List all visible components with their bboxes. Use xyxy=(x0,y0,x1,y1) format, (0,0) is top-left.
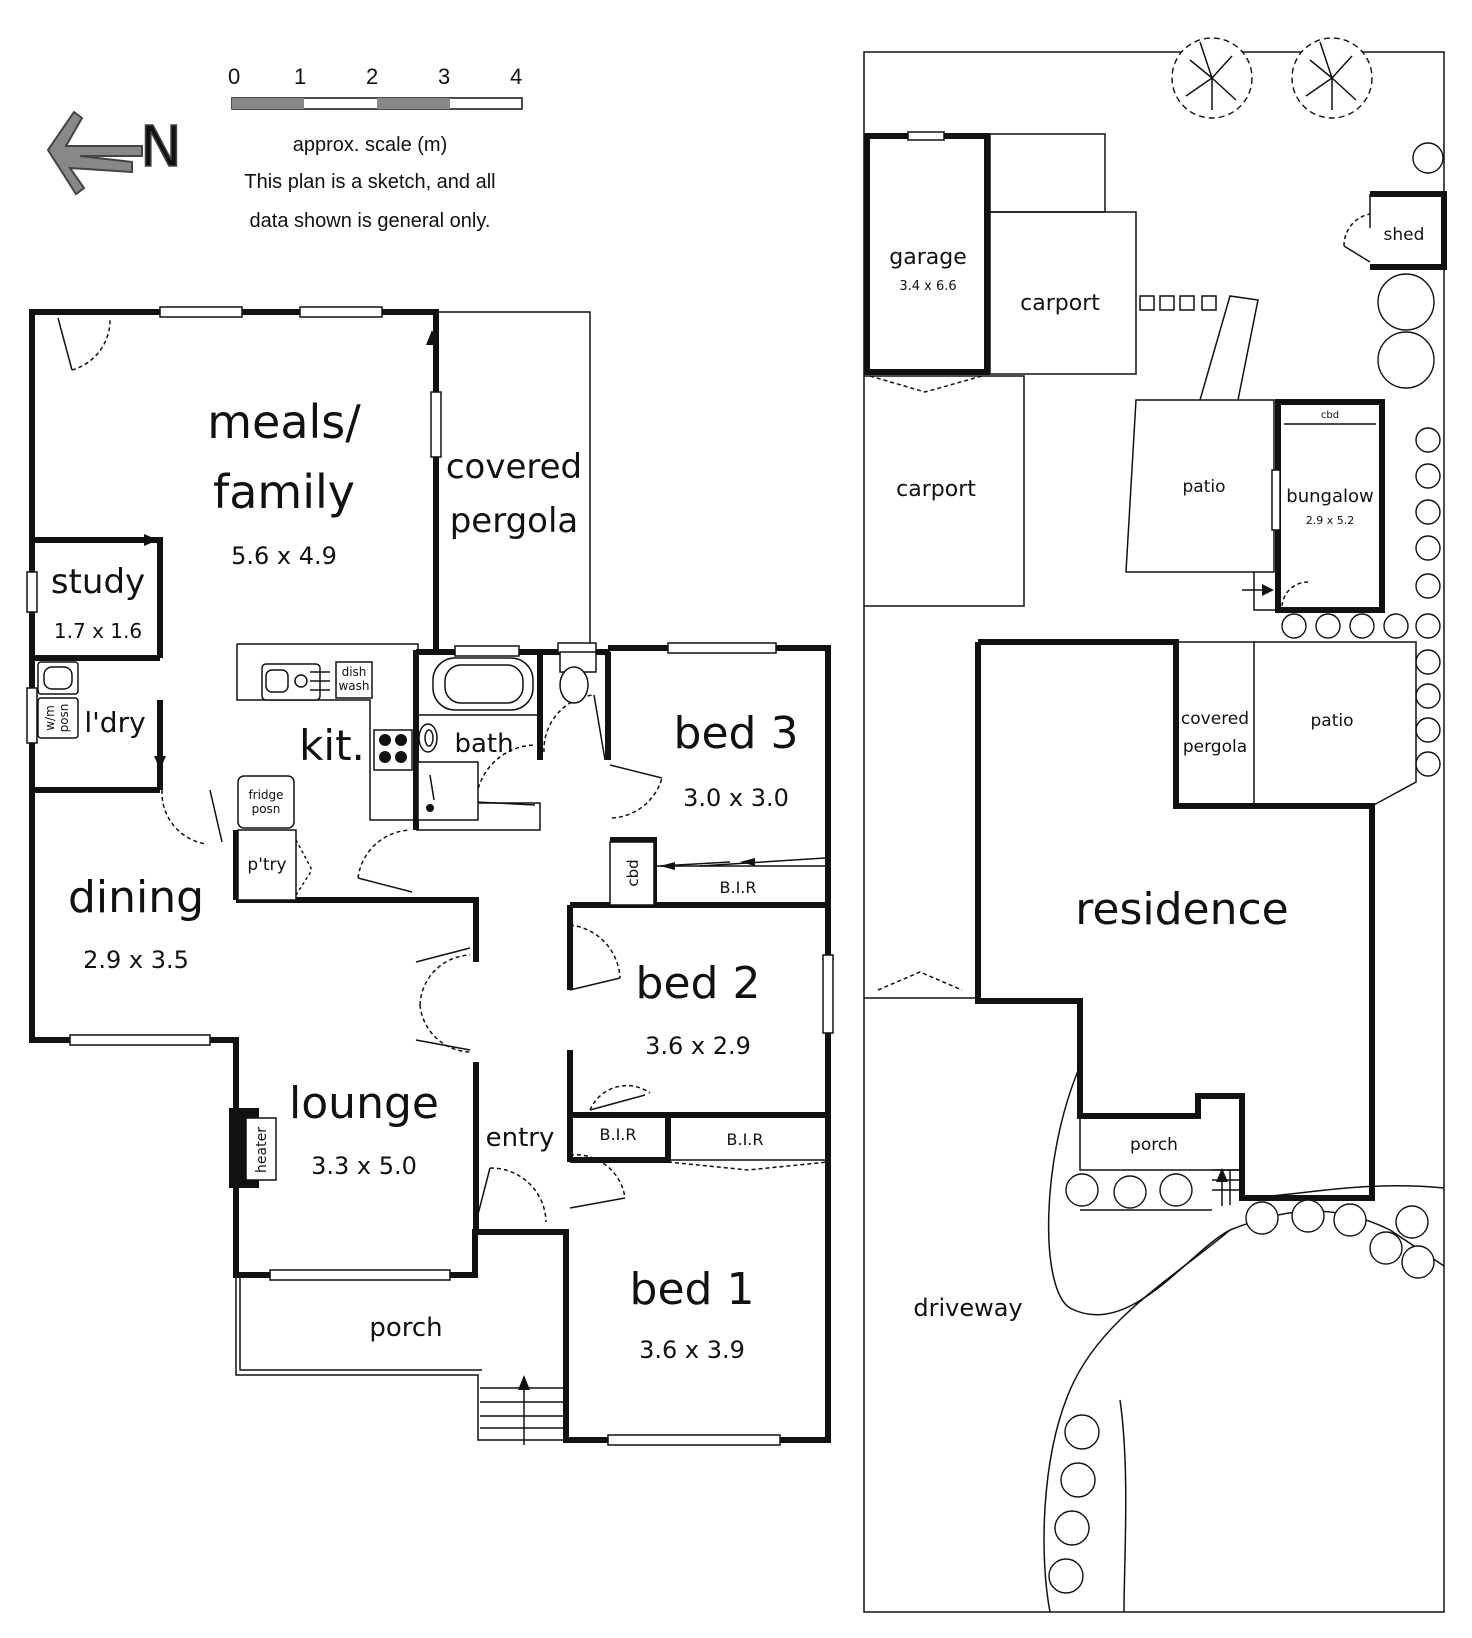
garage-label: garage xyxy=(889,245,966,270)
north-arrow-icon: N xyxy=(46,110,183,196)
compass-letter: N xyxy=(140,115,182,180)
disclaimer-line-1: This plan is a sketch, and all xyxy=(244,171,495,193)
pergola-label-line2: pergola xyxy=(450,501,579,541)
patio-right-label: patio xyxy=(1311,711,1354,731)
disclaimer-line-2: data shown is general only. xyxy=(250,210,491,232)
hedge-row xyxy=(1281,427,1441,777)
residence-label: residence xyxy=(1075,884,1289,935)
bed1-size: 3.6 x 3.9 xyxy=(639,1336,745,1364)
lounge-label: lounge xyxy=(289,1078,439,1129)
shed-label: shed xyxy=(1384,225,1425,245)
bungalow-label: bungalow xyxy=(1286,486,1373,507)
bath-label: bath xyxy=(454,729,513,759)
scale-caption: approx. scale (m) xyxy=(293,134,448,156)
dining-size: 2.9 x 3.5 xyxy=(83,946,189,974)
bed3-label: bed 3 xyxy=(674,708,799,759)
house-floor-plan: meals/ family 5.6 x 4.9 covered pergola … xyxy=(26,306,834,1446)
dishwasher-label-2: wash xyxy=(338,679,369,693)
lounge-size: 3.3 x 5.0 xyxy=(311,1152,417,1180)
meals-size: 5.6 x 4.9 xyxy=(231,542,337,570)
entry-label: entry xyxy=(486,1123,555,1153)
bed3-bir-label: B.I.R xyxy=(720,878,757,897)
dining-label: dining xyxy=(68,872,204,923)
shrub-icon xyxy=(1377,331,1435,389)
bungalow-size: 2.9 x 5.2 xyxy=(1306,514,1355,527)
porch-label: porch xyxy=(369,1313,442,1343)
heater-label: heater xyxy=(254,1127,270,1173)
pantry-label: p'try xyxy=(247,855,286,875)
patio-top-label: patio xyxy=(1183,477,1226,497)
site-plan: garage 3.4 x 6.6 carport carport shed pa… xyxy=(863,37,1447,1613)
fridge-label-2: posn xyxy=(252,802,281,816)
garden-shrubs xyxy=(1048,1173,1435,1594)
bed1-label: bed 1 xyxy=(630,1264,755,1315)
residence-porch-label: porch xyxy=(1130,1135,1178,1155)
residence-pergola-line2: pergola xyxy=(1183,737,1247,757)
bir-label-left: B.I.R xyxy=(600,1125,637,1144)
bed2-label: bed 2 xyxy=(636,958,761,1009)
tree-icon xyxy=(1291,37,1373,119)
study-label: study xyxy=(51,562,145,602)
fridge-label-1: fridge xyxy=(248,788,283,802)
bungalow-cbd-label: cbd xyxy=(1321,410,1339,421)
scale-tick-0: 0 xyxy=(228,64,240,89)
residence-pergola-line1: covered xyxy=(1181,709,1249,729)
bed2-size: 3.6 x 2.9 xyxy=(645,1032,751,1060)
cupboard-label: cbd xyxy=(624,859,642,886)
driveway-label: driveway xyxy=(913,1294,1022,1322)
bed3-size: 3.0 x 3.0 xyxy=(683,784,789,812)
shrub-icon xyxy=(1377,273,1435,331)
pergola-label-line1: covered xyxy=(446,447,582,487)
meals-label-line2: family xyxy=(213,465,355,519)
laundry-label: l'dry xyxy=(84,706,145,739)
washing-machine-label: w/m xyxy=(43,705,57,731)
scale-tick-2: 2 xyxy=(366,64,378,89)
meals-label-line1: meals/ xyxy=(207,395,361,449)
washing-machine-posn: posn xyxy=(57,704,71,733)
tree-icon xyxy=(1171,37,1253,119)
garage-size: 3.4 x 6.6 xyxy=(899,279,956,294)
study-size: 1.7 x 1.6 xyxy=(54,619,142,643)
bir-label-right: B.I.R xyxy=(727,1130,764,1149)
scale-tick-3: 3 xyxy=(438,64,450,89)
scale-tick-1: 1 xyxy=(294,64,306,89)
scale-tick-4: 4 xyxy=(510,64,522,89)
carport-left-label: carport xyxy=(896,477,976,502)
dishwasher-label-1: dish xyxy=(342,665,367,679)
carport-top-label: carport xyxy=(1020,291,1100,316)
shrub-icon xyxy=(1412,142,1444,174)
kitchen-label: kit. xyxy=(299,721,365,770)
scale-bar: 0 1 2 3 4 approx. scale (m) This plan is… xyxy=(228,64,523,232)
